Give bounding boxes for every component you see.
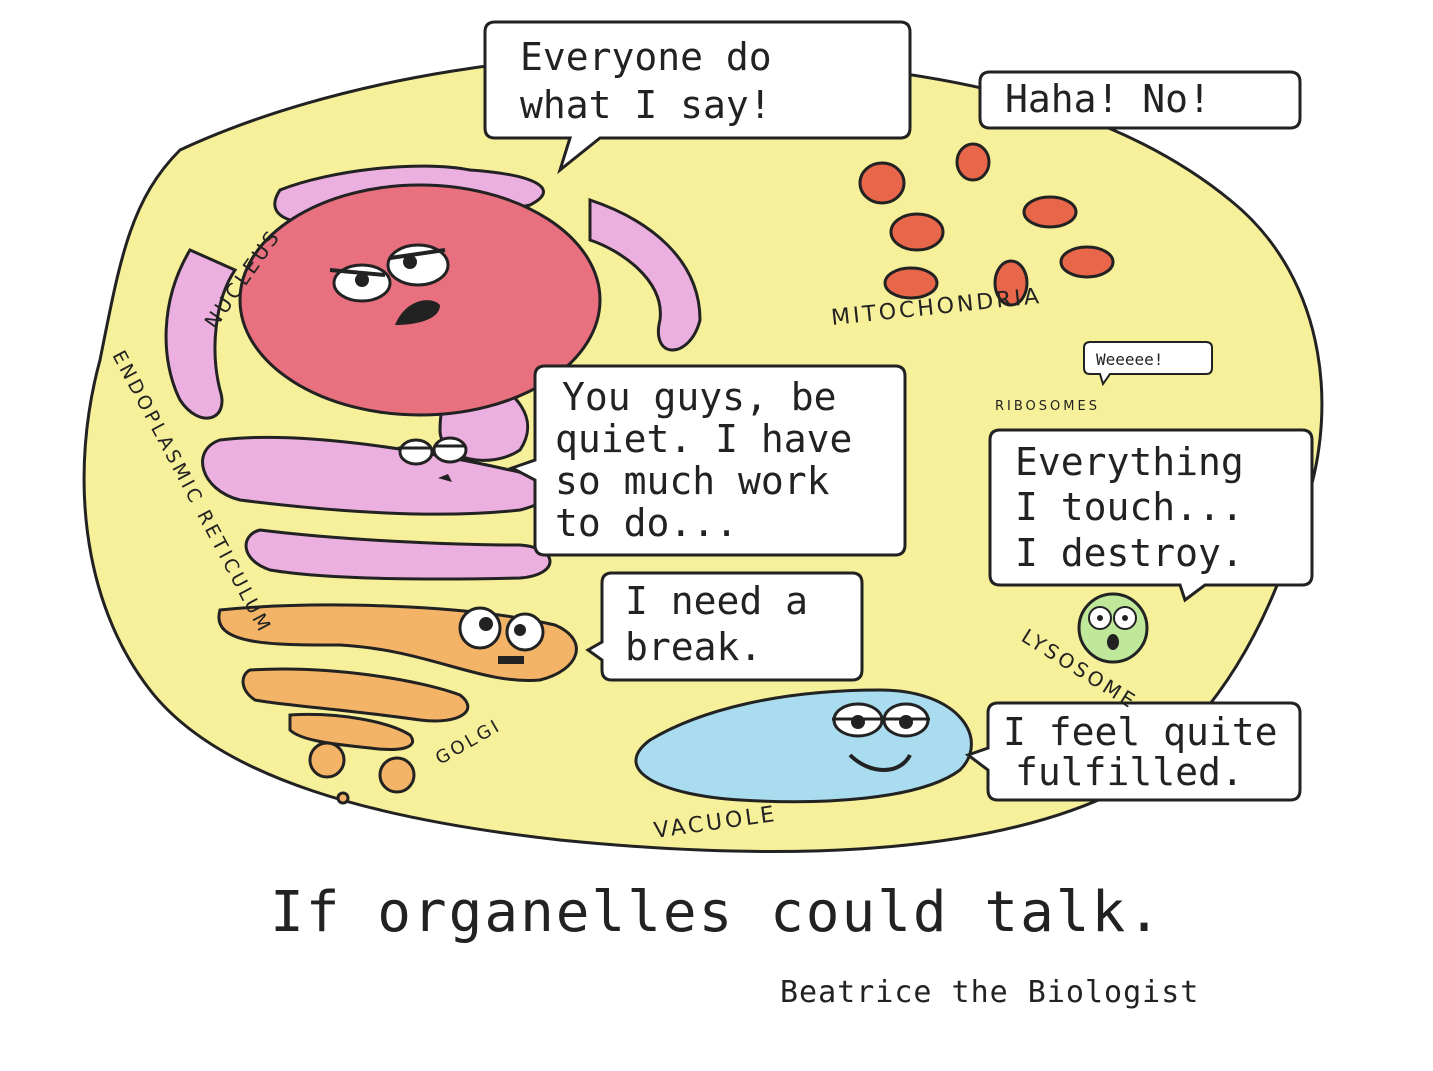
speech-bubble-vacuole: I feel quite fulfilled. (964, 701, 1302, 802)
speech-golgi-line-2: break. (625, 625, 762, 669)
speech-bubble-nucleus: Everyone do what I say! (483, 20, 912, 175)
speech-lysosome-line-2: I touch... (1015, 485, 1244, 529)
speech-lysosome-line-1: Everything (1015, 440, 1244, 484)
lysosome (1077, 592, 1149, 664)
golgi-face (458, 606, 545, 664)
speech-bubble-golgi: I need a break. (585, 571, 864, 682)
speech-bubble-mitochondria: Haha! No! (978, 70, 1302, 130)
speech-bubble-er: You guys, be quiet. I have so much work … (508, 364, 907, 557)
comic-caption: If organelles could talk. (270, 880, 1163, 945)
nucleus-body (238, 183, 602, 417)
speech-vacuole-line-2: fulfilled. (1015, 750, 1244, 794)
speech-er-line-3: so much work (555, 459, 830, 503)
speech-er-line-1: You guys, be (562, 375, 837, 419)
speech-mitochondria-text: Haha! No! (1005, 77, 1211, 121)
artist-credit: Beatrice the Biologist (780, 975, 1200, 1010)
mitochondria (858, 142, 1115, 307)
speech-er-line-2: quiet. I have (555, 417, 852, 461)
vacuole (634, 688, 973, 804)
speech-golgi-line-1: I need a (625, 579, 808, 623)
nucleus-face (329, 243, 450, 325)
speech-lysosome-line-3: I destroy. (1015, 531, 1244, 575)
speech-er-line-4: to do... (555, 501, 738, 545)
speech-bubble-lysosome: Everything I touch... I destroy. (988, 428, 1314, 603)
speech-nucleus-line-2: what I say! (520, 83, 772, 127)
speech-vacuole-line-1: I feel quite (1003, 710, 1278, 754)
label-ribosomes: RIBOSOMES (995, 399, 1100, 414)
er-face (398, 436, 468, 482)
speech-nucleus-line-1: Everyone do (520, 35, 772, 79)
speech-bubble-ribosomes: Weeeee! (1083, 341, 1213, 387)
speech-ribosomes-text: Weeeee! (1096, 350, 1163, 369)
